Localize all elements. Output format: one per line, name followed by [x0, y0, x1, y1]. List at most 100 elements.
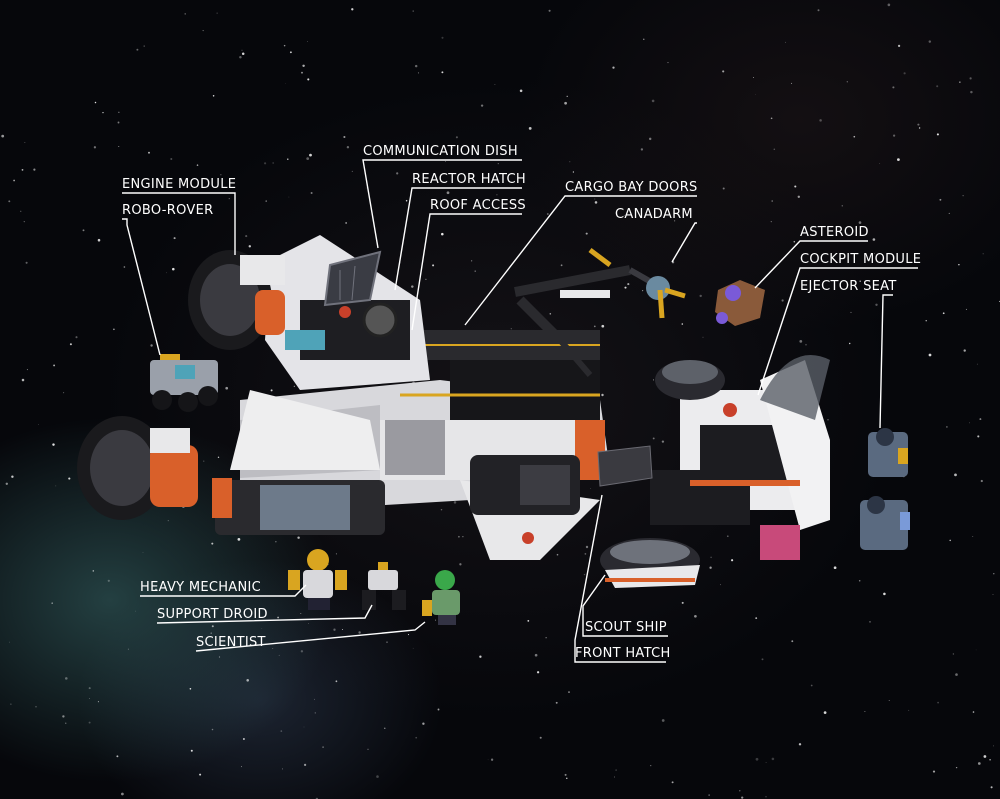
star	[948, 212, 950, 214]
label-ejector-seat: EJECTOR SEAT	[800, 279, 897, 294]
star	[564, 101, 567, 105]
star	[952, 653, 955, 655]
star	[5, 482, 8, 485]
star	[556, 553, 559, 556]
star	[487, 759, 489, 761]
star	[412, 10, 414, 12]
star	[946, 426, 948, 428]
communication-dish	[323, 250, 382, 307]
star	[624, 215, 625, 216]
star	[572, 171, 575, 173]
star	[928, 353, 932, 357]
engine-bank	[212, 455, 580, 535]
star	[722, 70, 725, 73]
star	[702, 336, 704, 338]
star	[283, 44, 286, 47]
star	[21, 378, 25, 382]
star	[173, 237, 176, 240]
star	[937, 701, 939, 704]
star	[755, 757, 759, 761]
leader-support-droid	[156, 604, 373, 624]
star	[346, 146, 350, 149]
star	[549, 313, 552, 315]
star	[417, 72, 420, 74]
star	[9, 641, 10, 643]
star	[51, 602, 53, 604]
star	[875, 303, 878, 306]
star	[709, 566, 712, 569]
star	[601, 324, 605, 328]
label-engine-module: ENGINE MODULE	[122, 177, 237, 192]
star	[75, 336, 78, 339]
star	[819, 119, 822, 122]
star	[264, 162, 267, 165]
star	[341, 628, 344, 631]
star	[955, 766, 958, 769]
star	[888, 700, 890, 701]
star	[310, 192, 313, 194]
star	[216, 12, 218, 14]
star	[288, 196, 290, 198]
star	[566, 777, 568, 779]
star	[212, 95, 215, 97]
leader-asteroid	[754, 240, 868, 289]
star	[281, 768, 283, 770]
heavy-mechanic	[288, 549, 347, 610]
star	[954, 473, 957, 477]
star	[211, 542, 214, 545]
star	[569, 161, 571, 163]
star	[474, 270, 476, 272]
star	[367, 748, 369, 750]
star	[936, 133, 939, 136]
star	[24, 141, 26, 143]
star	[335, 553, 337, 555]
star	[351, 8, 354, 11]
star	[972, 711, 975, 713]
star	[189, 688, 192, 690]
star	[850, 311, 852, 313]
star	[585, 232, 588, 235]
star	[277, 616, 279, 619]
star	[773, 148, 776, 150]
star	[20, 210, 22, 212]
star	[459, 563, 462, 566]
leader-cargo-bay-doors	[464, 195, 697, 326]
star	[539, 736, 542, 739]
star	[211, 728, 214, 731]
star	[671, 781, 674, 784]
star	[384, 727, 386, 729]
star	[870, 287, 872, 289]
star	[781, 299, 784, 302]
star	[293, 385, 295, 387]
engine-module-lower	[77, 416, 198, 520]
star	[979, 418, 982, 421]
star	[612, 66, 615, 69]
star	[69, 343, 72, 346]
star	[917, 123, 920, 126]
star	[471, 260, 473, 262]
star	[810, 684, 813, 687]
star	[65, 722, 67, 724]
star	[771, 757, 775, 761]
star	[92, 570, 95, 572]
star	[674, 220, 676, 222]
star	[37, 423, 39, 425]
label-cargo-bay-doors: CARGO BAY DOORS	[565, 180, 698, 195]
star	[88, 698, 90, 699]
star	[148, 151, 150, 154]
star	[8, 200, 11, 203]
star	[908, 709, 910, 711]
star	[794, 185, 797, 188]
star	[239, 55, 242, 59]
star	[640, 148, 644, 151]
star	[142, 552, 144, 553]
star	[425, 278, 427, 281]
star	[989, 759, 991, 761]
star	[883, 592, 886, 596]
star	[435, 619, 437, 621]
star	[172, 267, 175, 271]
star	[309, 153, 312, 157]
label-front-hatch: FRONT HATCH	[575, 646, 671, 661]
